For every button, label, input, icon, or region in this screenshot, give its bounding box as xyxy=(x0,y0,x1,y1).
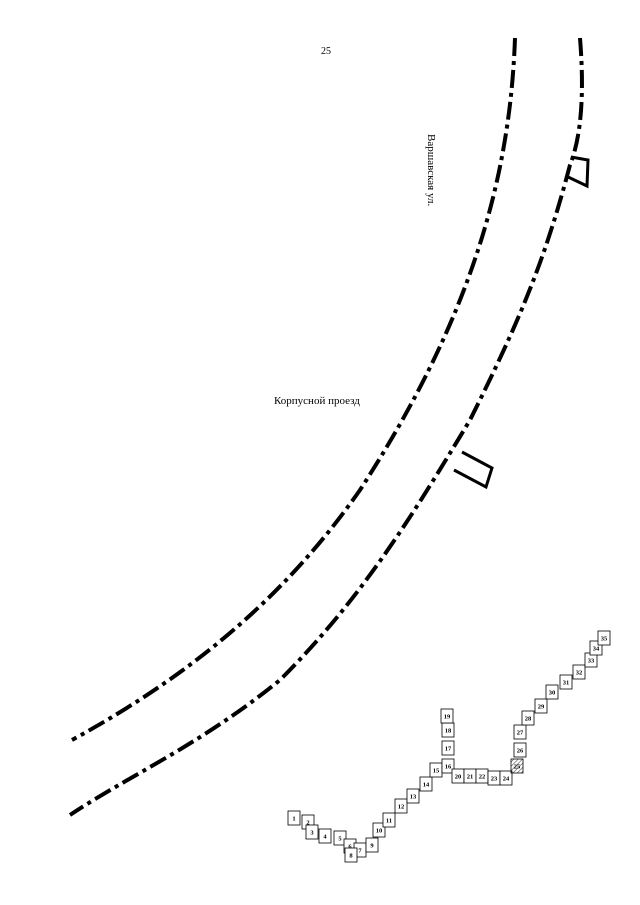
plot-label: 21 xyxy=(467,774,474,781)
plot-31 xyxy=(559,674,573,690)
plot-label: 13 xyxy=(410,794,417,801)
plot-19 xyxy=(440,708,454,724)
street-boundary-outer xyxy=(68,37,584,817)
plot-label: 14 xyxy=(423,782,430,789)
page-number: 25 xyxy=(321,46,331,57)
plot-label: 3 xyxy=(310,830,314,837)
plot-label: 31 xyxy=(563,680,570,687)
plot-label: 5 xyxy=(338,836,342,843)
plot-label: 1 xyxy=(292,816,295,823)
plot-24 xyxy=(499,770,513,786)
plot-label: 12 xyxy=(398,804,405,811)
street-boundary-inner xyxy=(71,37,517,742)
plot-13 xyxy=(406,788,420,804)
plot-10 xyxy=(372,822,386,838)
plot-label: 20 xyxy=(455,774,462,781)
building-notch-middle xyxy=(453,450,494,490)
building-notch-top xyxy=(565,155,590,189)
plot-30 xyxy=(545,684,559,700)
plot-5 xyxy=(333,830,347,846)
plot-label: 7 xyxy=(358,848,362,855)
plot-28 xyxy=(521,710,535,726)
plot-label: 22 xyxy=(479,774,486,781)
plot-label: 2 xyxy=(306,820,309,827)
street-name-korpusnoy: Корпусной проезд xyxy=(274,395,360,407)
plot-label: 8 xyxy=(349,853,353,860)
plot-3 xyxy=(305,824,319,840)
plot-label: 9 xyxy=(370,843,374,850)
plot-12 xyxy=(394,798,408,814)
plot-label: 6 xyxy=(348,844,352,851)
plot-label: 28 xyxy=(525,716,532,723)
plot-label: 23 xyxy=(491,776,498,783)
plot-label: 24 xyxy=(503,776,510,783)
plot-label: 27 xyxy=(517,730,524,737)
plot-label: 4 xyxy=(323,834,327,841)
plot-11 xyxy=(382,812,396,828)
plot-label: 15 xyxy=(433,768,440,775)
street-name-varshavskaya: Варшавская ул. xyxy=(425,134,437,206)
plot-14 xyxy=(419,776,433,792)
plot-17 xyxy=(441,740,455,756)
plot-label: 25 xyxy=(514,764,521,771)
plot-label: 26 xyxy=(517,748,524,755)
plot-label: 19 xyxy=(444,714,451,721)
plot-16 xyxy=(441,758,455,774)
plot-4 xyxy=(318,828,332,844)
plot-label: 17 xyxy=(445,746,452,753)
plot-label: 18 xyxy=(445,728,452,735)
plot-label: 30 xyxy=(549,690,556,697)
plot-label: 11 xyxy=(386,818,392,825)
plot-label: 33 xyxy=(588,658,595,665)
plot-label: 32 xyxy=(576,670,583,677)
plot-label: 35 xyxy=(601,636,608,643)
plot-label: 29 xyxy=(538,704,545,711)
plot-27 xyxy=(513,724,527,740)
plot-label: 10 xyxy=(376,828,383,835)
plot-35 xyxy=(597,630,611,646)
plot-29 xyxy=(534,698,548,714)
plot-26 xyxy=(513,742,527,758)
plot-label: 34 xyxy=(593,646,600,653)
plot-1 xyxy=(287,810,301,826)
plot-9 xyxy=(365,837,379,853)
plot-32 xyxy=(572,664,586,680)
plot-25 xyxy=(510,758,524,774)
plot-label: 16 xyxy=(445,764,452,771)
plot-8 xyxy=(344,847,358,863)
